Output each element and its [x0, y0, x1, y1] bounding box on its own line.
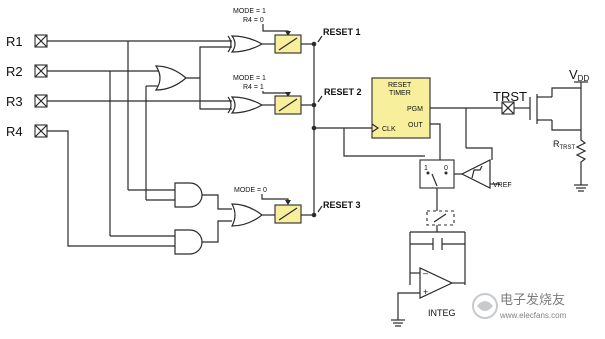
switch1-label-line1: MODE = 1 — [233, 8, 266, 15]
mode-switch-3: MODE = 0 — [234, 187, 314, 224]
input-r2-label: R2 — [6, 64, 23, 79]
comparator: VREF — [454, 147, 512, 189]
reset3-label: RESET 3 — [323, 200, 361, 210]
opamp-minus: – — [423, 268, 428, 278]
mode-switch-1: MODE = 1 R4 = 0 — [233, 8, 314, 54]
mux-label-1: 1 — [424, 165, 428, 172]
timer-pin-out: OUT — [408, 122, 424, 129]
integrator: – + INTEG — [391, 210, 466, 327]
reset2-label: RESET 2 — [324, 87, 362, 97]
opamp-plus: + — [423, 287, 428, 297]
xor-gate-2 — [227, 96, 275, 114]
input-wiring — [47, 40, 232, 247]
or-gate-2 — [230, 203, 275, 227]
switch1-label-line2: R4 = 0 — [243, 17, 264, 24]
integ-label: INTEG — [428, 308, 456, 318]
watermark-cn: 电子发烧友 — [500, 292, 565, 307]
timer-wiring — [343, 107, 502, 162]
timer-title-line2: TIMER — [389, 90, 411, 97]
trst-pin: TRST — [493, 89, 530, 115]
input-r1: R1 — [6, 34, 48, 49]
timer-title-line1: RESET — [388, 82, 412, 89]
reset1-label: RESET 1 — [323, 27, 361, 37]
input-r3-label: R3 — [6, 94, 23, 109]
timer-pin-clk: CLK — [382, 126, 396, 133]
rtrst-resistor: RTRST — [553, 130, 588, 192]
switch2-label-line1: MODE = 1 — [233, 75, 266, 82]
input-r4-label: R4 — [6, 124, 23, 139]
input-r1-label: R1 — [6, 34, 23, 49]
input-r2: R2 — [6, 64, 48, 79]
switch2-label-line2: R4 = 1 — [243, 84, 264, 91]
input-r3: R3 — [6, 94, 48, 109]
mode-switch-2: MODE = 1 R4 = 1 — [233, 75, 314, 115]
watermark-logo: 电子发烧友 www.elecfans.com — [472, 292, 567, 320]
and-gate-1 — [174, 182, 232, 210]
or-gate-1 — [154, 46, 232, 110]
and-gate-2 — [174, 220, 232, 255]
input-r4: R4 — [6, 124, 48, 139]
reset-timer-block: RESET TIMER PGM OUT CLK — [371, 77, 431, 139]
switch3-label-line1: MODE = 0 — [234, 187, 267, 194]
timer-pin-pgm: PGM — [407, 106, 423, 113]
reset-bus — [311, 35, 372, 218]
vdd-label: VDD — [569, 67, 589, 83]
mux-switch: 1 0 — [419, 159, 455, 211]
rtrst-label: RTRST — [553, 139, 576, 151]
vref-label: VREF — [493, 182, 512, 189]
xor-gate-1 — [227, 35, 275, 53]
trst-label: TRST — [493, 89, 527, 104]
pullup-transistor: VDD — [529, 67, 589, 131]
watermark-en: www.elecfans.com — [499, 311, 567, 320]
mux-label-0: 0 — [444, 165, 448, 172]
